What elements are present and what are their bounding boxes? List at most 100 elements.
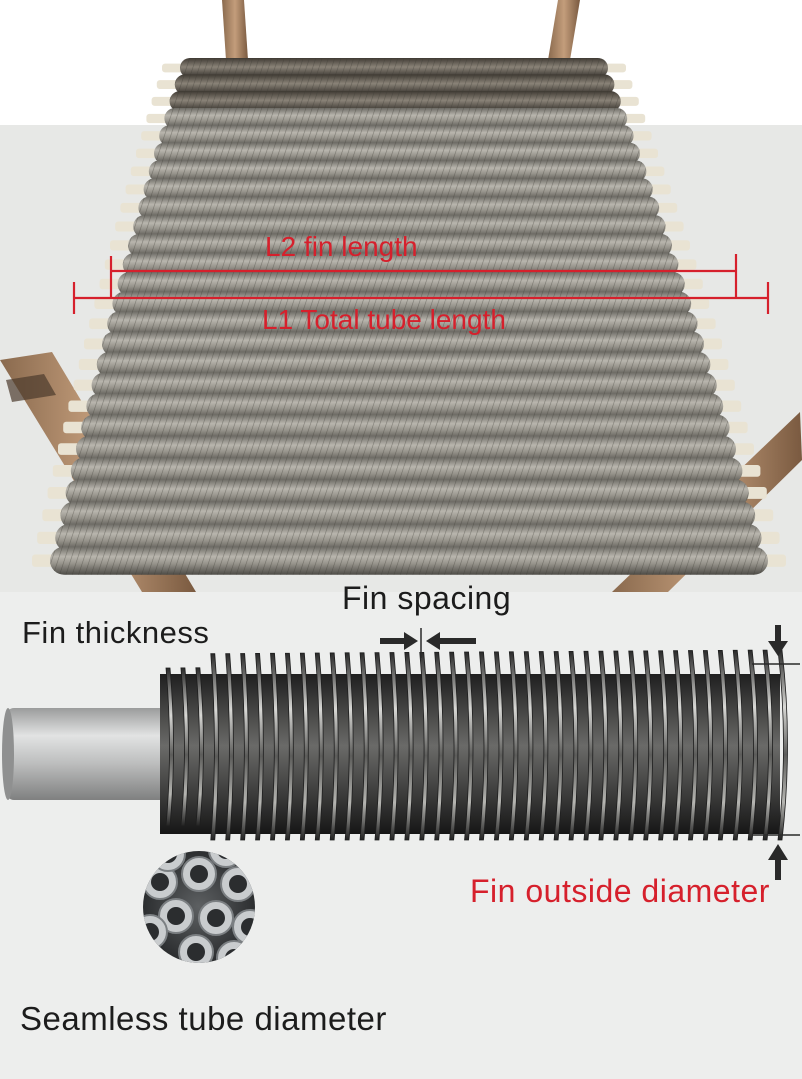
fin-spacing-arrows — [380, 628, 476, 658]
fin — [344, 652, 354, 841]
tube-end-stub — [629, 131, 652, 141]
fin — [359, 652, 369, 841]
fin — [553, 651, 564, 841]
fin-texture — [107, 311, 698, 336]
tube-bore — [190, 865, 208, 883]
fin-texture — [143, 178, 653, 201]
fin — [673, 650, 684, 841]
tube-end-stub — [52, 464, 75, 477]
tube-end-stub — [130, 166, 153, 177]
tube-end-stub — [764, 554, 786, 567]
fin-texture — [65, 479, 749, 507]
fin — [598, 650, 609, 841]
fin-thickness-label: Fin thickness — [22, 615, 210, 650]
tube-end-stub — [68, 400, 91, 412]
fin — [479, 651, 489, 841]
detail-panel — [0, 592, 802, 1079]
fin-array — [165, 649, 788, 841]
tube-end-stub — [42, 509, 65, 522]
bare-pipe-end — [6, 708, 176, 800]
tube-section — [150, 851, 186, 872]
fin-length-label: L2 fin length — [265, 231, 418, 262]
tube-end-stub — [668, 240, 690, 251]
tube-end-stub — [58, 443, 80, 455]
fin-texture — [60, 501, 756, 529]
fin — [374, 652, 384, 841]
fin — [240, 653, 249, 841]
tube-bore — [167, 907, 185, 925]
tube-rack-photo — [0, 0, 802, 592]
tube-end-stub — [744, 486, 767, 499]
fin — [538, 651, 549, 841]
tube-bore — [143, 923, 159, 941]
fin — [643, 650, 654, 841]
fin-texture — [174, 74, 615, 95]
fin — [613, 650, 624, 841]
tube-end-stub — [115, 221, 138, 232]
tube-end-stub — [623, 113, 646, 124]
fin — [777, 649, 788, 841]
tube-end-stub — [719, 400, 742, 412]
fin-texture — [128, 233, 672, 258]
tube-end-stub — [732, 443, 754, 455]
fin-spacing-label: Fin spacing — [342, 580, 512, 616]
fin-texture — [102, 331, 704, 357]
tube-bore — [241, 918, 255, 936]
fin-texture — [86, 393, 724, 420]
tube-end-stub — [146, 113, 169, 124]
fin-texture — [180, 58, 608, 78]
tube-bore — [159, 851, 177, 863]
tube-end-stub — [110, 240, 132, 251]
fin-texture — [117, 272, 685, 296]
tube-end-stub — [84, 338, 106, 350]
tube-end-stub — [78, 358, 101, 370]
fin — [225, 653, 234, 841]
finned-tube-closeup — [2, 625, 800, 963]
fin — [732, 649, 743, 841]
tube-bore — [225, 949, 243, 963]
tube-end-stub — [725, 421, 748, 434]
tube-end-stub — [712, 379, 735, 391]
tube-end-stub — [63, 421, 86, 434]
tube-end-stub — [94, 298, 117, 310]
fin — [210, 653, 219, 841]
fin — [404, 652, 414, 841]
fin-texture — [133, 215, 666, 238]
fin — [165, 667, 174, 827]
tube-end-stub — [32, 554, 54, 567]
tube-end-stub — [636, 148, 658, 159]
tube-bore — [151, 873, 169, 891]
tube-bore — [207, 909, 225, 927]
tube-end-stub — [674, 259, 697, 270]
tube-end-stub — [141, 131, 164, 141]
tube-end-stub — [616, 96, 639, 106]
fin — [717, 649, 728, 841]
fin — [419, 651, 429, 841]
fin — [284, 652, 294, 841]
fin — [583, 650, 594, 841]
tube-end-stub — [700, 338, 722, 350]
fin — [195, 667, 204, 827]
fin — [658, 650, 669, 841]
tube-end-stub — [706, 358, 729, 370]
fin — [702, 650, 714, 841]
fin — [449, 651, 459, 841]
tube-end-stub — [751, 509, 774, 522]
fin-texture — [96, 351, 711, 378]
fin — [299, 652, 309, 841]
tube-end-stub — [73, 379, 96, 391]
fin — [568, 650, 579, 841]
tube-end-stub — [162, 63, 184, 73]
tube-bore — [217, 851, 235, 859]
tube-end-stub — [680, 278, 703, 290]
fin-texture — [154, 142, 640, 165]
fin-texture — [159, 125, 634, 147]
tube-end-stub — [738, 464, 761, 477]
total-tube-length-label: L1 Total tube length — [262, 304, 506, 335]
tube-end-stub — [37, 531, 60, 544]
seamless-tube-bundle-photo — [143, 851, 255, 963]
fin-texture — [138, 196, 660, 220]
tube-end-stub — [655, 202, 678, 213]
fin-texture — [169, 91, 621, 112]
